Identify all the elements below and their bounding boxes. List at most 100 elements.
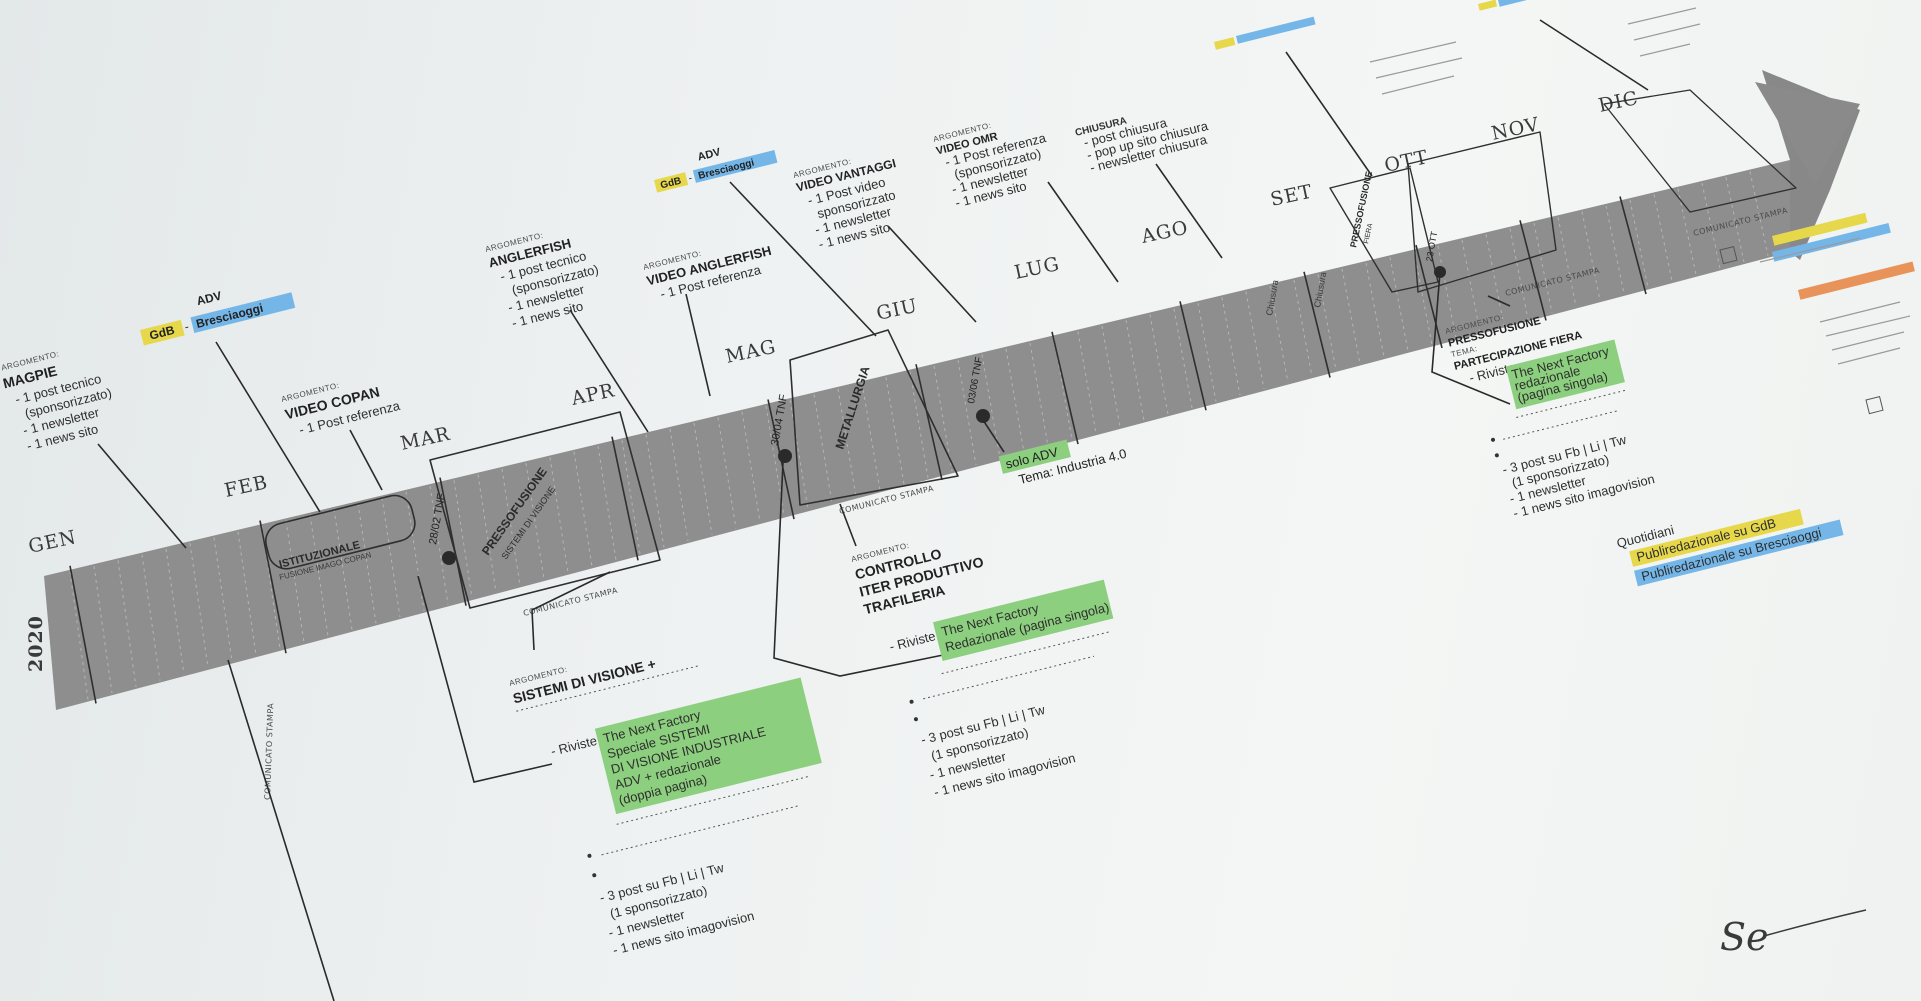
timeline-dash-line — [1749, 171, 1769, 256]
block-mar-below: ARGOMENTO: SISTEMI DI VISIONE + - Rivist… — [508, 655, 822, 958]
solo-adv-tag — [998, 439, 1071, 474]
feb-adv-label: ADV — [195, 288, 223, 308]
block-mag-adv: ADV GdB - Bresciaoggi — [654, 146, 778, 193]
timeline-dash-line — [1413, 251, 1433, 345]
month-divider-line — [915, 364, 943, 481]
feb-gdb: GdB — [148, 323, 176, 343]
timeline-dash-line — [1605, 205, 1625, 294]
block-mag-a: ARGOMENTO: VIDEO ANGLERFISH - 1 Post ref… — [642, 243, 773, 302]
mag-brescia-tag — [692, 150, 778, 183]
timeline-dashes — [69, 171, 1769, 700]
timeline-dash-line — [429, 485, 449, 605]
signature: Se — [1720, 909, 1867, 959]
block-quotidiani: Quotidiani Publiredazionale su GdB Publi… — [1615, 508, 1844, 587]
timeline-dash-line — [1149, 314, 1169, 415]
timeline-dash-line — [69, 571, 89, 700]
mag-gdb-tag — [654, 172, 689, 193]
timeline-dash-line — [1701, 182, 1721, 269]
timeline-dash-line — [1437, 245, 1457, 339]
timeline-dash-line — [789, 400, 809, 510]
timeline-dash-line — [1485, 234, 1505, 326]
timeline-dash-line — [1317, 274, 1337, 371]
block-giu: ARGOMENTO: VIDEO VANTAGGI - 1 Post video… — [792, 156, 897, 252]
month-ago: AGO — [1138, 216, 1190, 248]
timeline-dash-line — [1533, 222, 1553, 313]
month-divider-line — [1619, 196, 1647, 295]
feb-brescia-tag — [190, 292, 296, 333]
timeline-dash-line — [501, 468, 521, 586]
mag-gdb: GdB — [659, 176, 682, 192]
timeline-dash-line — [1197, 302, 1217, 402]
year-label: 2020 — [25, 615, 47, 672]
leader-lines — [97, 19, 1649, 1001]
mag-adv-label: ADV — [696, 146, 722, 163]
month-divider-line — [69, 565, 97, 704]
yellow-tag — [1629, 508, 1804, 567]
month-apr: APR — [568, 379, 616, 410]
feb-gdb-tag — [140, 319, 185, 346]
month-divider-line — [1415, 244, 1443, 349]
timeline-dash-line — [1629, 200, 1649, 288]
milestone-dot-feb — [442, 551, 456, 565]
timeline-dash-line — [741, 411, 761, 523]
month-giu: GIU — [874, 295, 919, 325]
timeline-dash-line — [1653, 194, 1673, 282]
blue-tag — [1633, 519, 1844, 587]
block-feb: ARGOMENTO: VIDEO COPAN - 1 Post referenz… — [280, 381, 402, 438]
timeline-dash-line — [141, 554, 161, 681]
label-fiera: FIERA — [1363, 222, 1374, 244]
ott-green-box — [1505, 339, 1625, 410]
timeline-dash-line — [1269, 285, 1289, 383]
timeline-dash-line — [381, 497, 401, 618]
mar-below-riviste: - Riviste — [549, 733, 598, 759]
timeline-dash-line — [1101, 325, 1121, 428]
timeline-dash-line — [1341, 268, 1361, 364]
timeline-dash-line — [525, 463, 545, 580]
timeline-dash-line — [477, 474, 497, 592]
block-lug: ARGOMENTO: VIDEO OMR - 1 Post referenza … — [932, 121, 1048, 211]
timeline-dash-line — [1053, 337, 1073, 440]
mar-green-box — [594, 677, 822, 815]
timeline-dash-line — [1677, 188, 1697, 275]
timeline-dash-line — [669, 428, 689, 542]
block-feb-adv: ADV GdB - Bresciaoggi — [140, 288, 296, 346]
timeline-dash-line — [1293, 280, 1313, 377]
timeline-dash-line — [1557, 217, 1577, 307]
timeline-dash-line — [93, 566, 113, 694]
month-mag: MAG — [723, 336, 778, 368]
timeline-dash-line — [1125, 320, 1145, 421]
timeline-dash-line — [813, 394, 833, 504]
timeline-dash-line — [621, 440, 641, 554]
timeline-dash-line — [573, 451, 593, 567]
month-divider-line — [1051, 331, 1079, 445]
timeline-dash-line — [1365, 262, 1385, 358]
month-gen: GEN — [26, 526, 78, 558]
timeline-dash-line — [1389, 257, 1409, 351]
feb-sep: - — [183, 319, 190, 334]
timeline-dash-line — [1245, 291, 1265, 390]
month-ott: OTT — [1382, 146, 1430, 177]
month-feb: FEB — [222, 471, 270, 502]
timeline-dash-line — [717, 417, 737, 529]
month-divider-line — [439, 477, 467, 606]
month-nov: NOV — [1489, 113, 1541, 145]
month-divider-line — [1303, 271, 1331, 378]
timeline-dash-line — [165, 548, 185, 675]
timeline-dash-line — [1173, 308, 1193, 409]
timeline-dash-line — [837, 388, 857, 497]
signature-text: Se — [1720, 915, 1769, 959]
block-apr: ARGOMENTO: ANGLERFISH - 1 post tecnico (… — [484, 231, 600, 331]
timeline-dash-line — [1581, 211, 1601, 301]
mag-below-riviste: - Riviste — [888, 628, 937, 654]
timeline-dash-line — [453, 480, 473, 599]
month-divider-line — [259, 520, 287, 654]
block-mag-below: ARGOMENTO: CONTROLLO ITER PRODUTTIVO TRA… — [850, 541, 1114, 800]
month-lug: LUG — [1012, 253, 1061, 284]
mag-green-box — [932, 579, 1114, 662]
timeline-dash-line — [597, 445, 617, 561]
timeline-dash-line — [117, 560, 137, 687]
comunicato-vertical: COMUNICATO STAMPA — [263, 703, 275, 800]
top-right-faint — [1214, 0, 1915, 415]
milestone-dot-giu — [976, 409, 990, 423]
